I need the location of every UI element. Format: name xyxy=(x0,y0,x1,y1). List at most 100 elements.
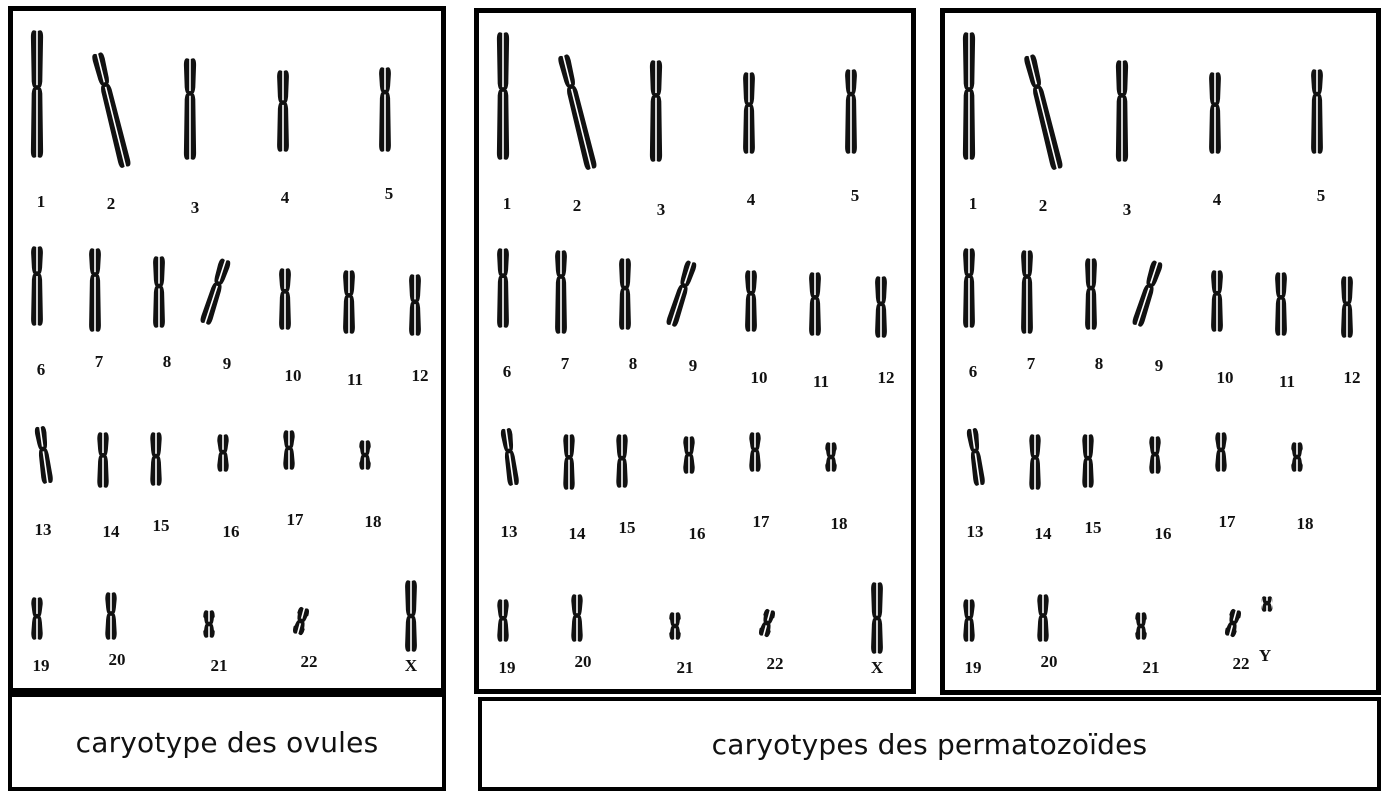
chromosome-label-17: 17 xyxy=(1219,512,1237,531)
chromosome-6 xyxy=(497,248,509,328)
chromatid-left xyxy=(379,67,385,152)
centromere xyxy=(39,446,47,452)
chromosome-label-19: 19 xyxy=(965,658,982,677)
centromere xyxy=(91,272,99,277)
chromatid-left xyxy=(105,592,111,640)
chromatid-right xyxy=(749,72,755,154)
chromatid-right xyxy=(506,428,519,486)
chromosome-22 xyxy=(293,606,309,636)
chromosome-15 xyxy=(1082,434,1094,488)
chromosome-label-12: 12 xyxy=(878,368,895,387)
chromosome-label-7: 7 xyxy=(95,352,104,371)
chromosome-label-14: 14 xyxy=(1035,524,1053,543)
chromosome-6 xyxy=(963,248,975,328)
chromosome-label-8: 8 xyxy=(1095,354,1104,373)
chromosome-15 xyxy=(616,434,628,488)
chromatid-left xyxy=(563,434,569,490)
chromosome-label-16: 16 xyxy=(1155,524,1172,543)
chromatid-left xyxy=(1029,434,1035,490)
chromatid-right xyxy=(851,69,857,154)
chromosome-13 xyxy=(500,428,519,486)
centromere xyxy=(1217,447,1225,453)
chromosome-label-6: 6 xyxy=(969,362,978,381)
chromosome-x xyxy=(871,582,883,654)
centromere xyxy=(1293,454,1301,460)
centromere xyxy=(1229,620,1237,626)
chromatid-right xyxy=(1267,596,1273,612)
chromatid-left xyxy=(359,440,365,470)
chromosome-16 xyxy=(683,436,695,474)
chromosome-label-18: 18 xyxy=(831,514,848,533)
chromatid-left xyxy=(1341,276,1347,338)
chromosome-label-10: 10 xyxy=(1217,368,1234,387)
chromatid-left xyxy=(571,594,577,642)
chromosome-10 xyxy=(1211,270,1223,332)
chromosome-label-16: 16 xyxy=(689,524,706,543)
centromere xyxy=(1211,102,1219,107)
chromosome-19 xyxy=(963,599,975,642)
chromosome-label-12: 12 xyxy=(1344,368,1361,387)
chromatid-left xyxy=(963,248,969,328)
chromatid-right xyxy=(1317,69,1323,154)
chromatid-left xyxy=(825,442,831,472)
chromosome-20 xyxy=(1037,594,1049,642)
chromatid-left xyxy=(283,430,289,470)
chromosome-label-10: 10 xyxy=(751,368,768,387)
chromatid-left xyxy=(1311,69,1317,154)
centromere xyxy=(873,615,881,621)
chromosome-label-9: 9 xyxy=(1155,356,1164,375)
chromatid-right xyxy=(223,434,229,472)
chromatid-left xyxy=(92,53,125,169)
chromatid-right xyxy=(349,270,355,334)
chromatid-left xyxy=(749,432,755,472)
chromosome-20 xyxy=(105,592,117,640)
chromatid-left xyxy=(963,599,969,642)
centromere xyxy=(1263,600,1271,606)
chromosome-label-3: 3 xyxy=(1123,200,1132,219)
chromosome-label-18: 18 xyxy=(1297,514,1314,533)
chromatid-right xyxy=(283,70,289,152)
centromere xyxy=(33,271,41,277)
chromatid-left xyxy=(1037,594,1043,642)
chromosome-8 xyxy=(1085,258,1097,330)
chromatid-left xyxy=(34,426,47,484)
centromere xyxy=(1084,455,1092,461)
centromere xyxy=(621,285,629,291)
centromere xyxy=(361,452,369,458)
chromatid-right xyxy=(815,272,821,336)
chromosome-12 xyxy=(1341,276,1353,338)
centromere xyxy=(567,84,575,90)
chromatid-right xyxy=(969,32,976,160)
chromatid-right xyxy=(1215,72,1221,154)
chromatid-right xyxy=(671,262,697,327)
centromere xyxy=(155,283,163,289)
chromatid-left xyxy=(1215,432,1221,472)
chromatid-left xyxy=(409,274,415,336)
chromosome-3 xyxy=(1115,60,1129,162)
chromatid-right xyxy=(289,430,295,470)
chromatid-left xyxy=(649,60,656,162)
centromere xyxy=(219,449,227,455)
chromosome-label-5: 5 xyxy=(851,186,860,205)
chromosome-12 xyxy=(875,276,887,338)
chromatid-right xyxy=(881,276,887,338)
chromosome-label-21: 21 xyxy=(1143,658,1160,677)
chromosome-label-21: 21 xyxy=(677,658,694,677)
chromosome-11 xyxy=(809,272,821,336)
chromatid-left xyxy=(966,428,979,486)
centromere xyxy=(499,615,507,621)
chromosome-label-8: 8 xyxy=(629,354,638,373)
chromosome-14 xyxy=(563,434,575,490)
chromosome-label-x: X xyxy=(871,658,884,677)
chromatid-right xyxy=(98,52,131,167)
chromosome-label-2: 2 xyxy=(107,194,116,213)
chromosome-label-17: 17 xyxy=(287,510,305,529)
chromatid-right xyxy=(37,30,44,158)
chromosome-label-2: 2 xyxy=(573,196,582,215)
chromosome-21 xyxy=(1135,612,1147,640)
chromosome-label-20: 20 xyxy=(1041,652,1058,671)
chromatid-left xyxy=(1211,270,1217,332)
chromosome-label-21: 21 xyxy=(211,656,228,675)
chromosome-5 xyxy=(1311,69,1323,154)
